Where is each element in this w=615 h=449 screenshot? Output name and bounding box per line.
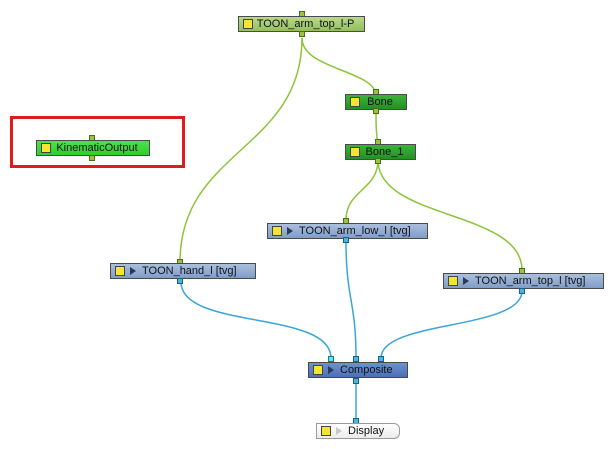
- color-swatch-icon[interactable]: [272, 226, 282, 236]
- wire-peg-to-bone: [301, 37, 377, 97]
- composite-input-port-2[interactable]: [353, 356, 359, 362]
- color-swatch-icon[interactable]: [313, 365, 323, 375]
- wire-peg-to-hand: [179, 37, 303, 263]
- node-label: Composite: [340, 364, 393, 376]
- composite-input-port-3[interactable]: [378, 356, 384, 362]
- bone-output-port[interactable]: [373, 108, 379, 114]
- node-kinematic-output[interactable]: KinematicOutput: [36, 140, 150, 156]
- node-label: TOON_hand_l [tvg]: [142, 265, 237, 277]
- node-toon-arm-top[interactable]: TOON_arm_top_l [tvg]: [443, 273, 604, 289]
- play-triangle-icon[interactable]: [130, 267, 136, 275]
- play-triangle-icon[interactable]: [328, 366, 334, 374]
- hand-output-port[interactable]: [177, 278, 183, 284]
- node-composite[interactable]: Composite: [308, 362, 408, 378]
- bone1-output-port[interactable]: [375, 158, 381, 164]
- node-display[interactable]: Display: [316, 423, 400, 439]
- color-swatch-icon[interactable]: [448, 276, 458, 286]
- color-swatch-icon[interactable]: [243, 19, 253, 29]
- node-label: TOON_arm_top_l-P: [256, 18, 355, 30]
- node-toon-arm-top-peg[interactable]: TOON_arm_top_l-P: [238, 16, 365, 32]
- peg-output-port[interactable]: [299, 31, 305, 37]
- wire-armtop-to-composite: [380, 290, 523, 359]
- armlow-output-port[interactable]: [343, 237, 349, 243]
- wire-armlow-to-composite: [345, 240, 357, 359]
- selection-highlight-box: [10, 116, 185, 168]
- color-swatch-icon[interactable]: [350, 147, 360, 157]
- node-label: KinematicOutput: [56, 142, 138, 154]
- play-triangle-icon[interactable]: [336, 427, 342, 435]
- color-swatch-icon[interactable]: [350, 97, 360, 107]
- composite-output-port[interactable]: [353, 378, 359, 384]
- armtop-output-port[interactable]: [519, 288, 525, 294]
- color-swatch-icon[interactable]: [321, 426, 331, 436]
- play-triangle-icon[interactable]: [287, 227, 293, 235]
- color-swatch-icon[interactable]: [41, 143, 51, 153]
- composite-input-port-1[interactable]: [328, 356, 334, 362]
- node-toon-arm-low[interactable]: TOON_arm_low_l [tvg]: [267, 223, 428, 239]
- wire-bone1-to-armtop: [377, 159, 523, 271]
- play-triangle-icon[interactable]: [463, 277, 469, 285]
- wire-hand-to-composite: [180, 281, 332, 359]
- node-label: Bone_1: [365, 146, 404, 158]
- node-label: TOON_arm_top_l [tvg]: [475, 275, 586, 287]
- color-swatch-icon[interactable]: [115, 266, 125, 276]
- node-label: TOON_arm_low_l [tvg]: [299, 225, 411, 237]
- node-label: Bone: [367, 96, 393, 108]
- kinematic-output-port[interactable]: [89, 155, 95, 161]
- wire-bone1-to-armlow: [345, 159, 379, 221]
- node-label: Display: [348, 425, 385, 437]
- node-toon-hand[interactable]: TOON_hand_l [tvg]: [110, 263, 256, 279]
